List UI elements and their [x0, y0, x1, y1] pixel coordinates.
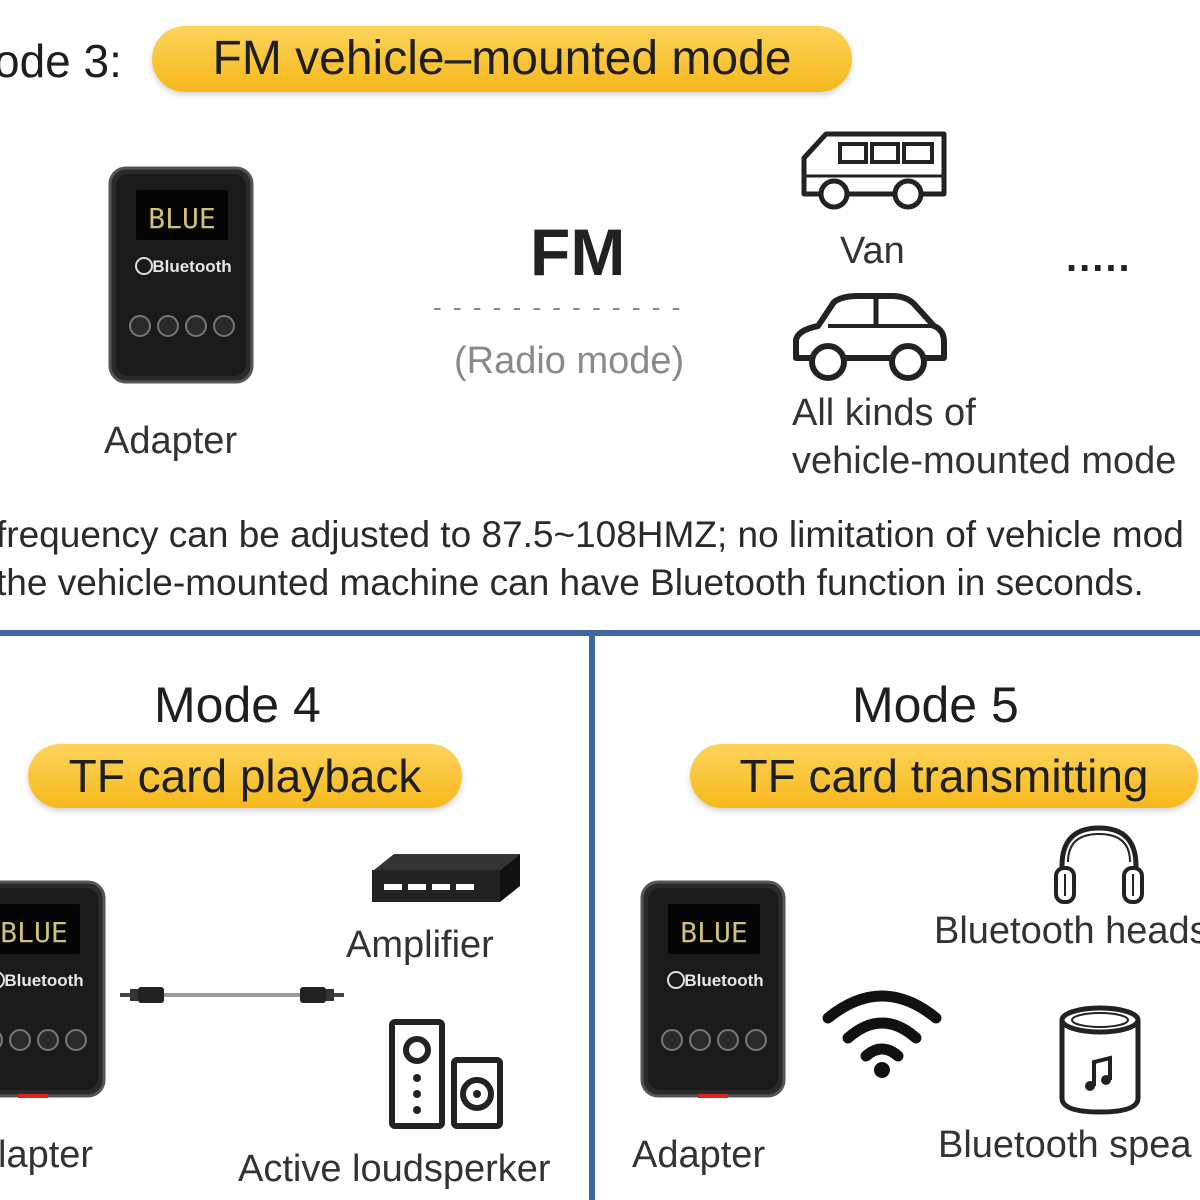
adapter-brand-text: Bluetooth: [152, 257, 231, 276]
adapter-brand-text: Bluetooth: [684, 971, 763, 990]
headphones-icon: [1054, 825, 1144, 904]
amplifier-icon: [372, 854, 520, 902]
car-label-line2: vehicle-mounted mode: [792, 440, 1177, 482]
wireless-icon: [822, 990, 942, 1078]
mode3-desc-line1: frequency can be adjusted to 87.5~108HMZ…: [0, 514, 1184, 555]
mode4-title-pill: TF card playback: [28, 744, 462, 808]
fm-dashes: - - - - - - - - - - - - -: [433, 292, 683, 322]
mode5-title: TF card transmitting: [739, 750, 1149, 802]
loudspeaker-icon: [389, 1019, 503, 1129]
adapter-screen-text: BLUE: [680, 916, 747, 949]
van-icon: [801, 131, 947, 210]
adapter-screen-text: BLUE: [0, 916, 67, 949]
amplifier-label: Amplifier: [346, 924, 494, 966]
mode5-heading: Mode 5: [852, 677, 1019, 733]
mode3-title-pill: FM vehicle–mounted mode: [152, 26, 852, 92]
mode5-adapter-label: Adapter: [632, 1134, 766, 1176]
radio-mode-label: (Radio mode): [454, 340, 685, 382]
section-divider-horizontal: [0, 630, 1200, 636]
adapter-screen-text: BLUE: [148, 202, 215, 235]
adapter-device-image: BLUE Bluetooth: [108, 166, 254, 384]
mode3-adapter-label: Adapter: [104, 420, 238, 462]
van-label: Van: [840, 230, 905, 272]
mode5-title-pill: TF card transmitting: [690, 744, 1198, 808]
fm-label: FM: [530, 215, 626, 289]
adapter-brand-text: Bluetooth: [4, 971, 83, 990]
car-icon: [793, 293, 947, 381]
mode3-prefix: ode 3:: [0, 35, 122, 87]
car-label-line1: All kinds of: [792, 392, 976, 434]
aux-cable-icon: [120, 987, 344, 1003]
section-divider-vertical: [589, 636, 595, 1200]
headset-label: Bluetooth heads: [934, 910, 1200, 952]
mode4-title: TF card playback: [68, 750, 422, 802]
adapter-device-image: BLUE Bluetooth: [640, 880, 786, 1098]
mode3-desc-line2: the vehicle-mounted machine can have Blu…: [0, 562, 1144, 603]
adapter-device-image: BLUE Bluetooth: [0, 880, 106, 1098]
mode4-adapter-label: lapter: [0, 1134, 94, 1176]
mode3-title: FM vehicle–mounted mode: [212, 32, 792, 85]
loudspeaker-label: Active loudsperker: [238, 1148, 551, 1190]
bluetooth-speaker-icon: [1059, 1005, 1141, 1115]
mode4-heading: Mode 4: [154, 677, 321, 733]
bluetooth-speaker-label: Bluetooth spea: [938, 1124, 1192, 1166]
more-dots: .....: [1066, 236, 1132, 280]
